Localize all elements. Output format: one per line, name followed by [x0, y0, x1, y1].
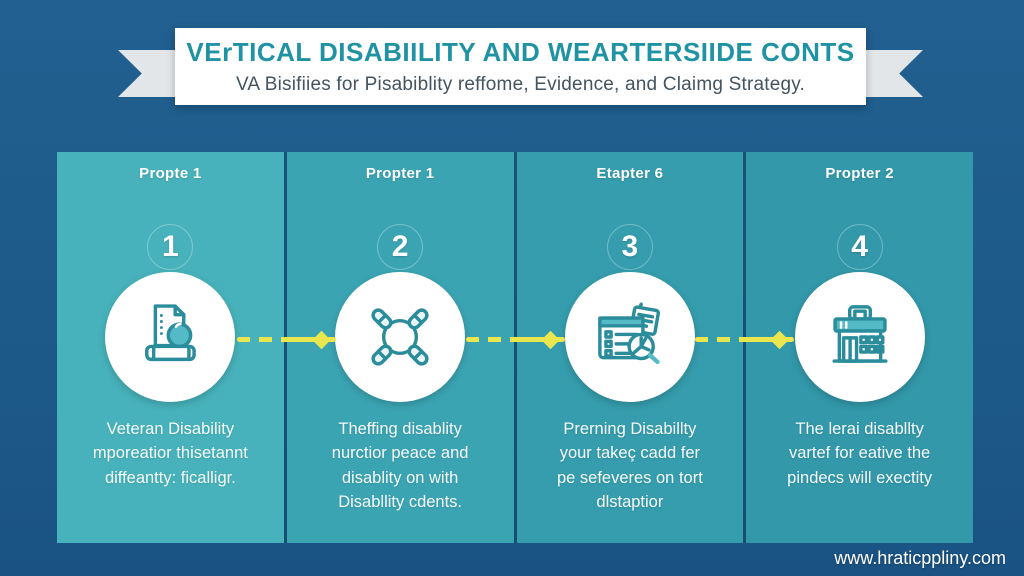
step-3-number: 3 [621, 230, 639, 263]
arrow-connector-3-4 [695, 330, 794, 349]
step-3-header: Etapter 6 [596, 165, 664, 182]
step-column-2: Propter 1 2 [286, 152, 514, 543]
page-title: VErTICAL DISABIILITY AND WEARTERSIIDE CO… [186, 37, 855, 67]
step-4-number-badge: 4 [836, 224, 883, 270]
page-subtitle: VA Bisifiies for Pisabiblity reffome, Ev… [235, 74, 806, 95]
step-column-4: Propter 2 4 [746, 152, 973, 543]
connector-solid-segment [744, 337, 778, 342]
website-url: www.hraticppliny.com [834, 548, 1006, 568]
step-1-number: 1 [162, 230, 179, 263]
checklist-magnifier-icon [564, 272, 695, 402]
connector-solid-segment [515, 337, 549, 342]
step-3-number-badge: 3 [606, 224, 653, 270]
step-column-3: Etapter 6 3 [516, 152, 744, 543]
step-1-description: Veteran Disability mporeatior thisetannt… [92, 420, 248, 487]
document-book-icon [105, 272, 236, 402]
connector-solid-segment [286, 337, 320, 342]
step-3-description: Prerning Disabillty your takeç cadd fer … [556, 420, 703, 512]
step-4-header: Propter 2 [825, 165, 894, 182]
step-1-header: Propte 1 [139, 165, 202, 182]
steps-board: Propte 1 1 Vetera [57, 152, 973, 543]
step-2-number-badge: 2 [377, 224, 424, 270]
title-banner: VErTICAL DISABIILITY AND WEARTERSIIDE CO… [175, 28, 866, 105]
building-icon [794, 272, 925, 402]
step-4-number: 4 [851, 230, 868, 263]
step-2-number: 2 [391, 230, 409, 263]
step-column-1: Propte 1 1 Vetera [57, 152, 284, 543]
step-2-header: Propter 1 [365, 165, 435, 182]
step-1-number-badge: 1 [147, 224, 194, 270]
arrow-connector-2-3 [466, 330, 565, 349]
hub-capsules-icon [335, 272, 466, 402]
arrow-connector-1-2 [237, 330, 336, 349]
step-2-description: Theffing disablity nurctior peace and di… [331, 420, 469, 512]
step-4-description: The lerai disabllty vartef for eative th… [787, 420, 933, 487]
